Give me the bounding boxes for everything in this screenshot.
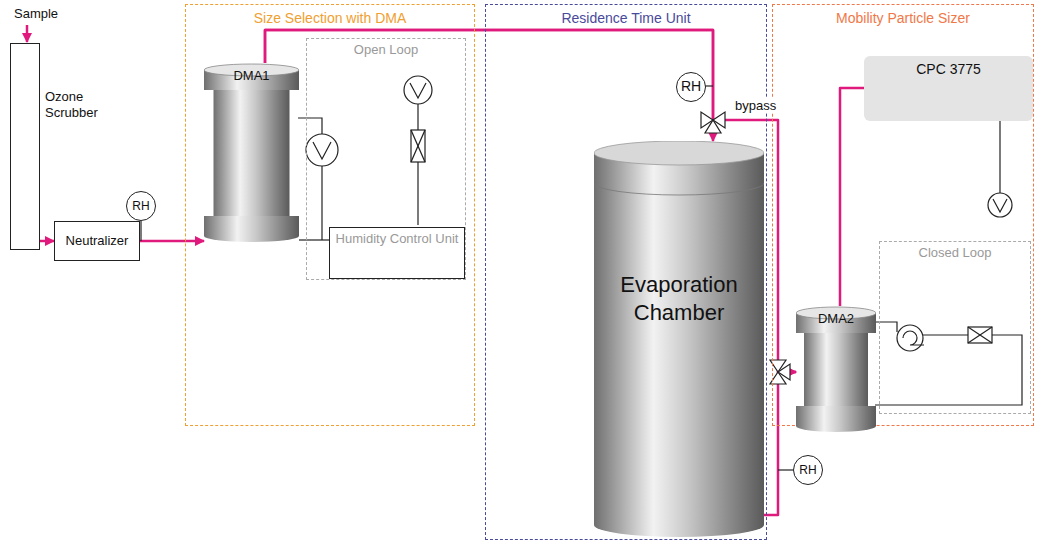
section-frame: Size Selection with DMADMA1Open LoopHumi… <box>185 4 475 426</box>
cylinder-shape <box>204 63 299 243</box>
flow-label: Sample <box>14 6 58 21</box>
open-loop-plumbing <box>298 76 432 240</box>
loop-frame: Open LoopHumidity Control Unit <box>306 38 466 280</box>
node-text: Open Loop <box>307 42 465 57</box>
node-text: Ozone Scrubber <box>45 89 115 120</box>
rh-sensor: RH <box>126 191 156 221</box>
node-text: RH <box>799 463 816 477</box>
section-frame: Mobility Particle SizerCPC 3775DMA2Close… <box>772 4 1034 426</box>
rh-sensor: RH <box>793 455 823 485</box>
node-text: Neutralizer <box>66 233 129 249</box>
flow-line <box>40 240 54 243</box>
flow-line <box>840 88 864 306</box>
edge-label: bypass <box>733 98 778 113</box>
rh-sensor: RH <box>676 72 706 102</box>
sample-inlet <box>27 25 28 42</box>
ozone-scrubber: Ozone Scrubber <box>10 43 40 250</box>
node-text: Closed Loop <box>880 245 1030 260</box>
control-unit-box: Humidity Control Unit <box>329 227 465 279</box>
node-text: Residence Time Unit <box>486 10 766 26</box>
node-text: Mobility Particle Sizer <box>773 10 1033 26</box>
flow-line <box>140 240 204 243</box>
three-way-valve <box>770 360 790 384</box>
cylinder-shape <box>594 141 764 537</box>
neutralizer-box: Neutralizer <box>54 221 140 261</box>
dma-column: DMA2 <box>796 306 876 451</box>
node-text: CPC 3775 <box>864 61 1033 77</box>
evaporation-chamber: Evaporation Chamber <box>594 141 764 537</box>
three-way-valve <box>701 112 725 133</box>
flow-line <box>299 239 329 240</box>
particle-counter: CPC 3775 <box>864 56 1033 121</box>
node-text: RH <box>677 78 705 94</box>
node-text: RH <box>132 199 149 213</box>
closed-loop-plumbing <box>875 322 1022 405</box>
dma-column: DMA1 <box>204 63 299 263</box>
flow-line <box>265 30 713 141</box>
node-text: DMA2 <box>796 311 876 451</box>
node-text: Evaporation Chamber <box>594 271 764 326</box>
section-frame: Residence Time UnitRH Evaporation Chamber <box>485 4 767 540</box>
loop-frame: Closed Loop <box>879 241 1031 414</box>
node-text: Humidity Control Unit <box>330 231 464 247</box>
cpc-pump <box>988 120 1012 217</box>
node-text: Size Selection with DMA <box>186 10 474 26</box>
node-text: DMA1 <box>204 68 299 263</box>
flow-line <box>764 372 796 515</box>
